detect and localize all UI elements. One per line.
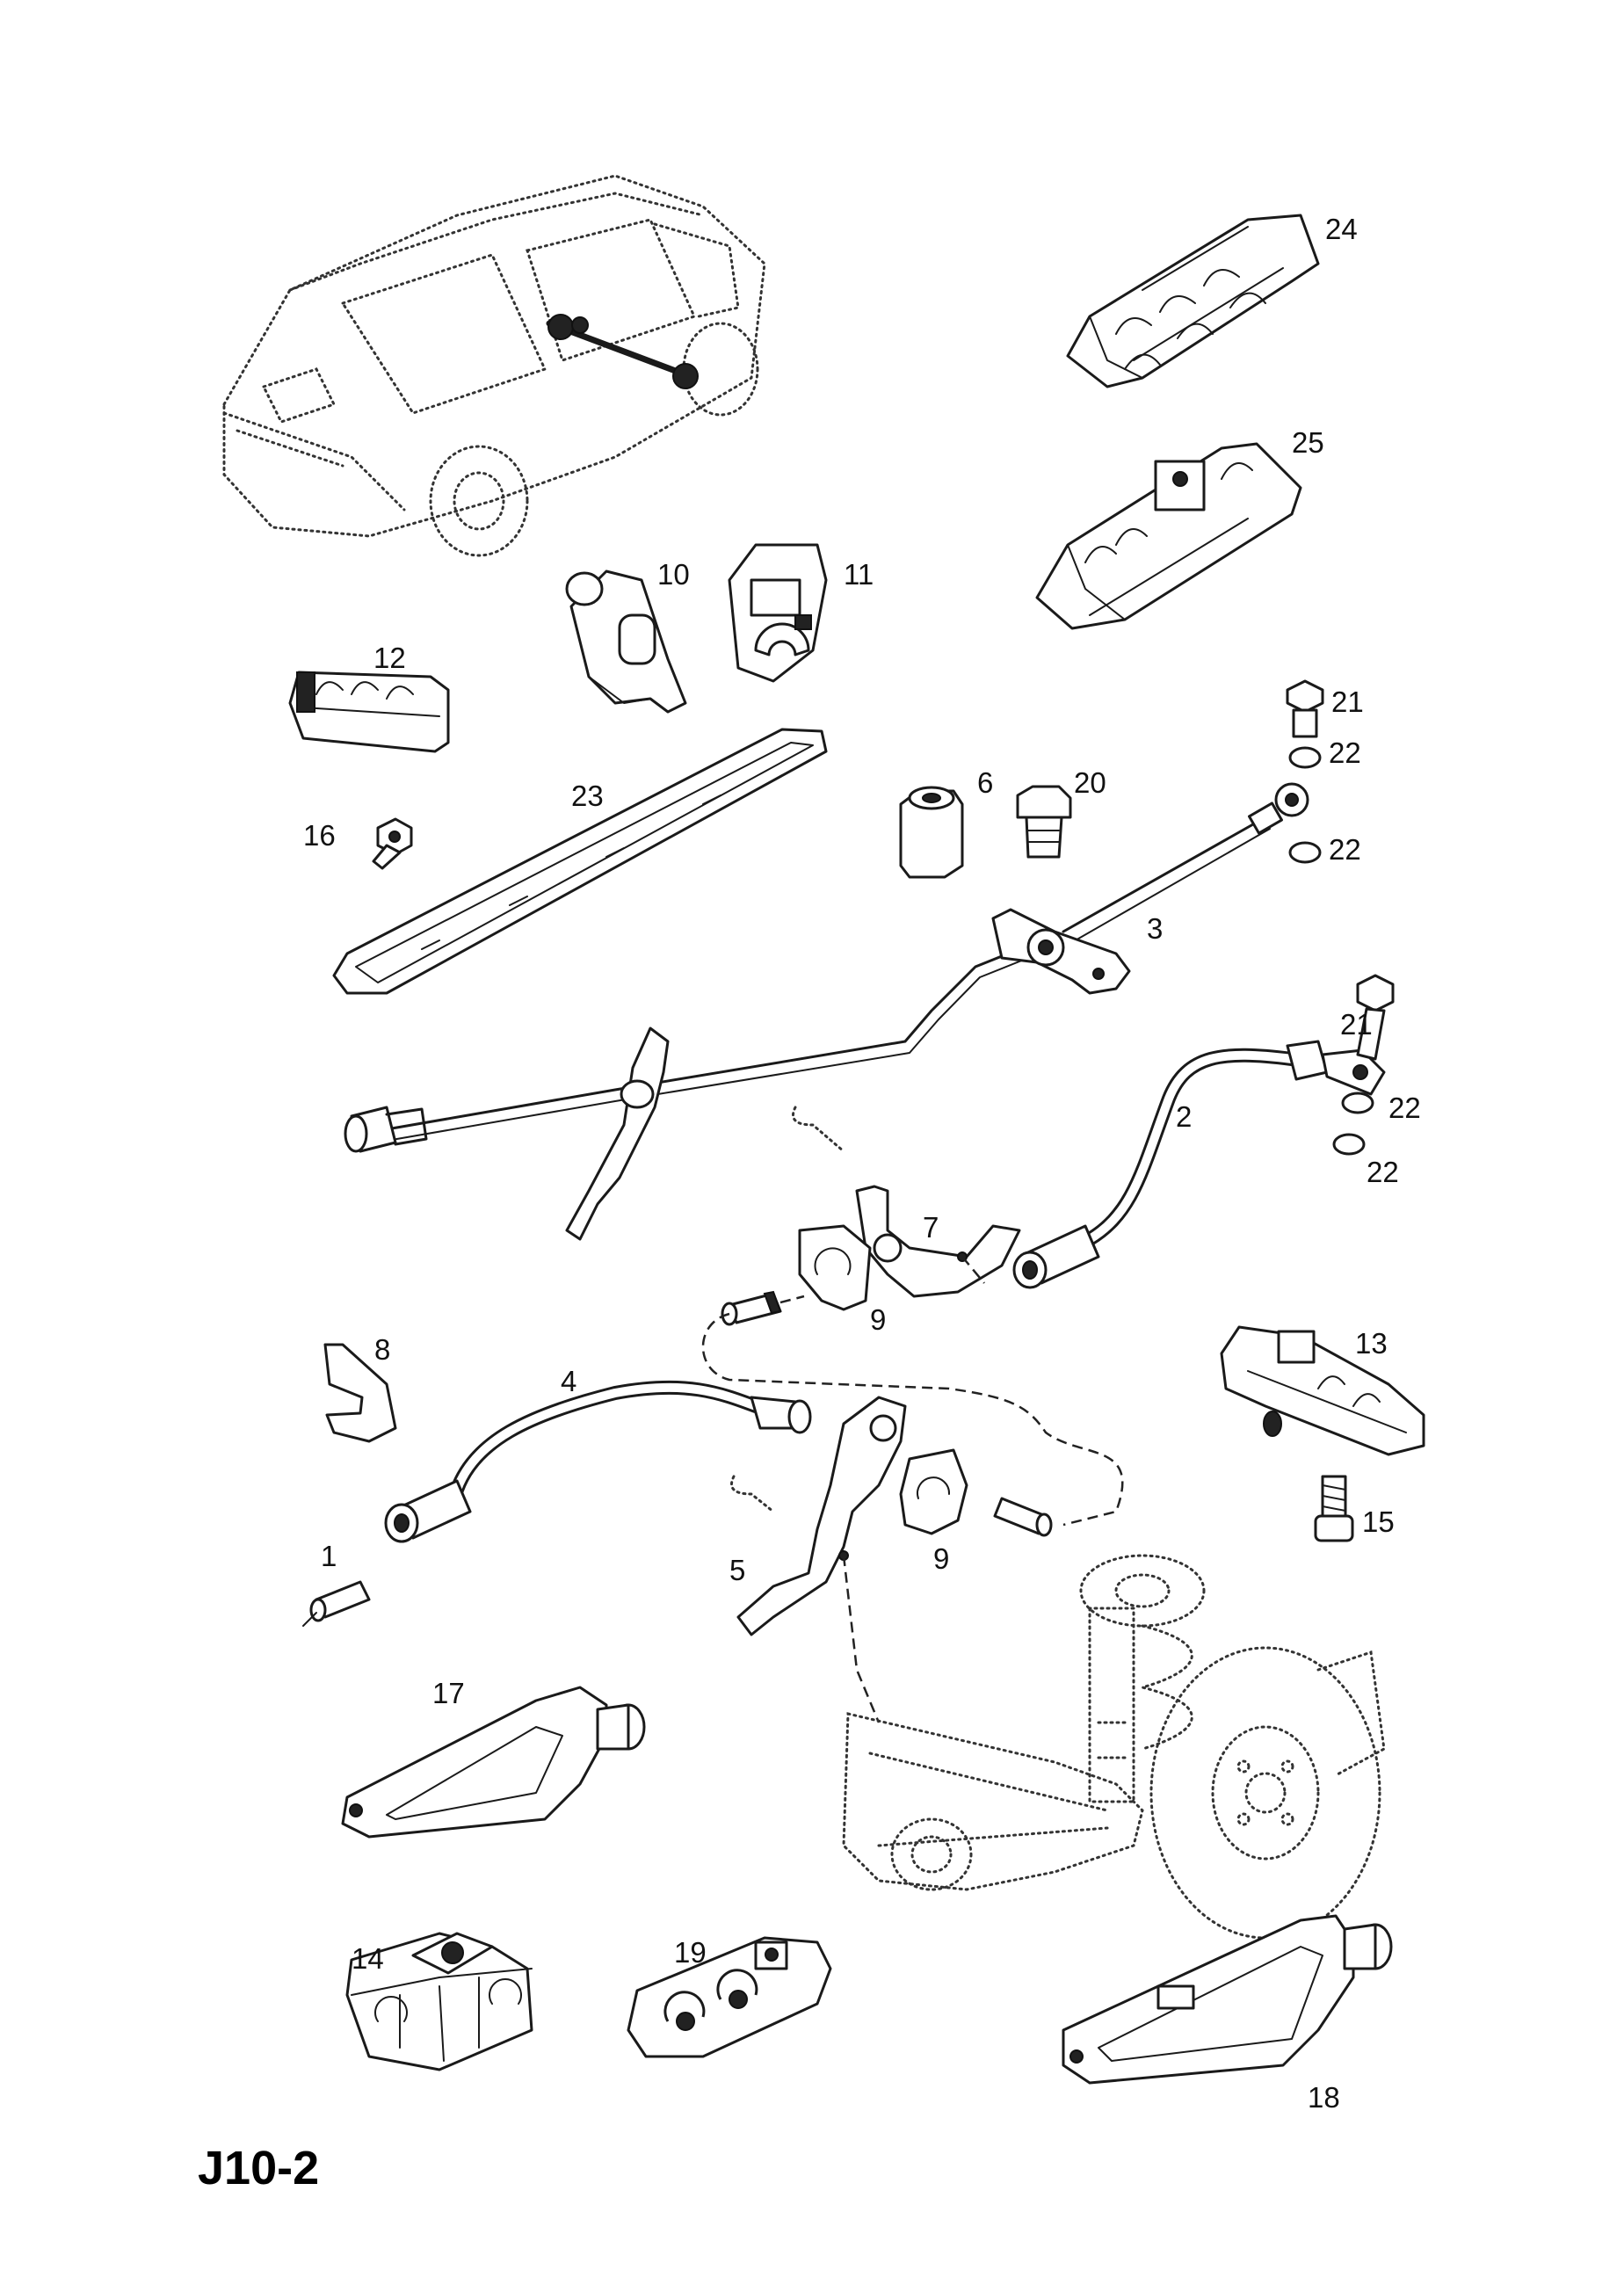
callout-6: 6: [977, 766, 993, 799]
callout-8: 8: [374, 1333, 390, 1366]
callout-20: 20: [1074, 766, 1106, 799]
clip-8: [323, 1343, 397, 1443]
clip-10: [565, 569, 687, 714]
callout-21-bottom: 21: [1340, 1008, 1373, 1041]
callout-9-lower: 9: [933, 1542, 949, 1575]
callout-21-top: 21: [1331, 686, 1364, 718]
callout-1: 1: [321, 1540, 337, 1572]
highlighted-brake-line: [546, 320, 698, 381]
clip-11: [728, 543, 828, 683]
callout-10: 10: [657, 558, 690, 591]
bracket-7: [792, 1106, 1021, 1298]
callout-3: 3: [1147, 912, 1163, 945]
callout-12: 12: [373, 642, 406, 674]
brake-hose-4: [384, 1380, 812, 1543]
bolt-16: [372, 817, 413, 870]
bolt-21-top: [1286, 679, 1324, 738]
callout-24: 24: [1325, 213, 1358, 245]
bleed-nipple-upper: [721, 1290, 805, 1326]
callout-9-upper: 9: [870, 1303, 886, 1336]
callout-2: 2: [1176, 1100, 1192, 1133]
clip-14: [345, 1932, 533, 2071]
callout-22-a: 22: [1329, 736, 1361, 769]
screw-15: [1314, 1475, 1354, 1542]
callout-15: 15: [1362, 1505, 1395, 1538]
bleed-nipple-lower: [993, 1497, 1053, 1537]
rear-axle-assembly: [842, 1554, 1386, 1940]
callout-7: 7: [923, 1211, 939, 1244]
callout-22-d: 22: [1367, 1156, 1399, 1188]
callout-labels: 1 2 3 4 5 6 7 8 9 9 10 11 12 13 14 15 16…: [303, 213, 1421, 2114]
union-20: [1016, 785, 1072, 859]
callout-11: 11: [844, 558, 874, 591]
cover-18: [1062, 1914, 1393, 2085]
clip-13: [1220, 1325, 1425, 1456]
brake-pipe-3: [344, 782, 1309, 1241]
callout-25: 25: [1292, 426, 1324, 459]
pipe-clip-12: [288, 671, 450, 753]
bolt-21-bottom: [1356, 974, 1395, 1061]
callout-16: 16: [303, 819, 336, 852]
clip-9-upper: [798, 1224, 872, 1311]
callout-5: 5: [729, 1554, 745, 1586]
clip-19: [627, 1936, 832, 2058]
pipe-clip-25: [1035, 442, 1302, 630]
bracket-5: [730, 1396, 907, 1723]
union-nut-6: [899, 786, 964, 879]
callout-13: 13: [1355, 1327, 1388, 1360]
callout-18: 18: [1308, 2081, 1340, 2114]
callout-19: 19: [674, 1936, 707, 1969]
routing-line: [701, 1312, 1124, 1527]
cover-17: [341, 1686, 646, 1839]
callout-17: 17: [432, 1677, 465, 1709]
washer-22-c: [1341, 1092, 1374, 1114]
brake-hose-2: [1012, 1040, 1386, 1289]
pipe-clip-24: [1066, 214, 1320, 388]
callout-22-b: 22: [1329, 833, 1361, 866]
diagram-code: J10-2: [198, 2142, 319, 2194]
cover-plate-23: [332, 728, 828, 995]
washer-22-d: [1332, 1133, 1366, 1156]
callout-22-c: 22: [1388, 1092, 1421, 1124]
clip-9-lower: [899, 1448, 968, 1535]
bleed-nipple-1: [302, 1580, 371, 1627]
vehicle-overview: [222, 174, 766, 557]
callout-23: 23: [571, 780, 604, 812]
washer-22-b: [1288, 841, 1322, 864]
callout-4: 4: [561, 1365, 576, 1397]
washer-22-a: [1288, 746, 1322, 769]
callout-14: 14: [352, 1942, 384, 1975]
